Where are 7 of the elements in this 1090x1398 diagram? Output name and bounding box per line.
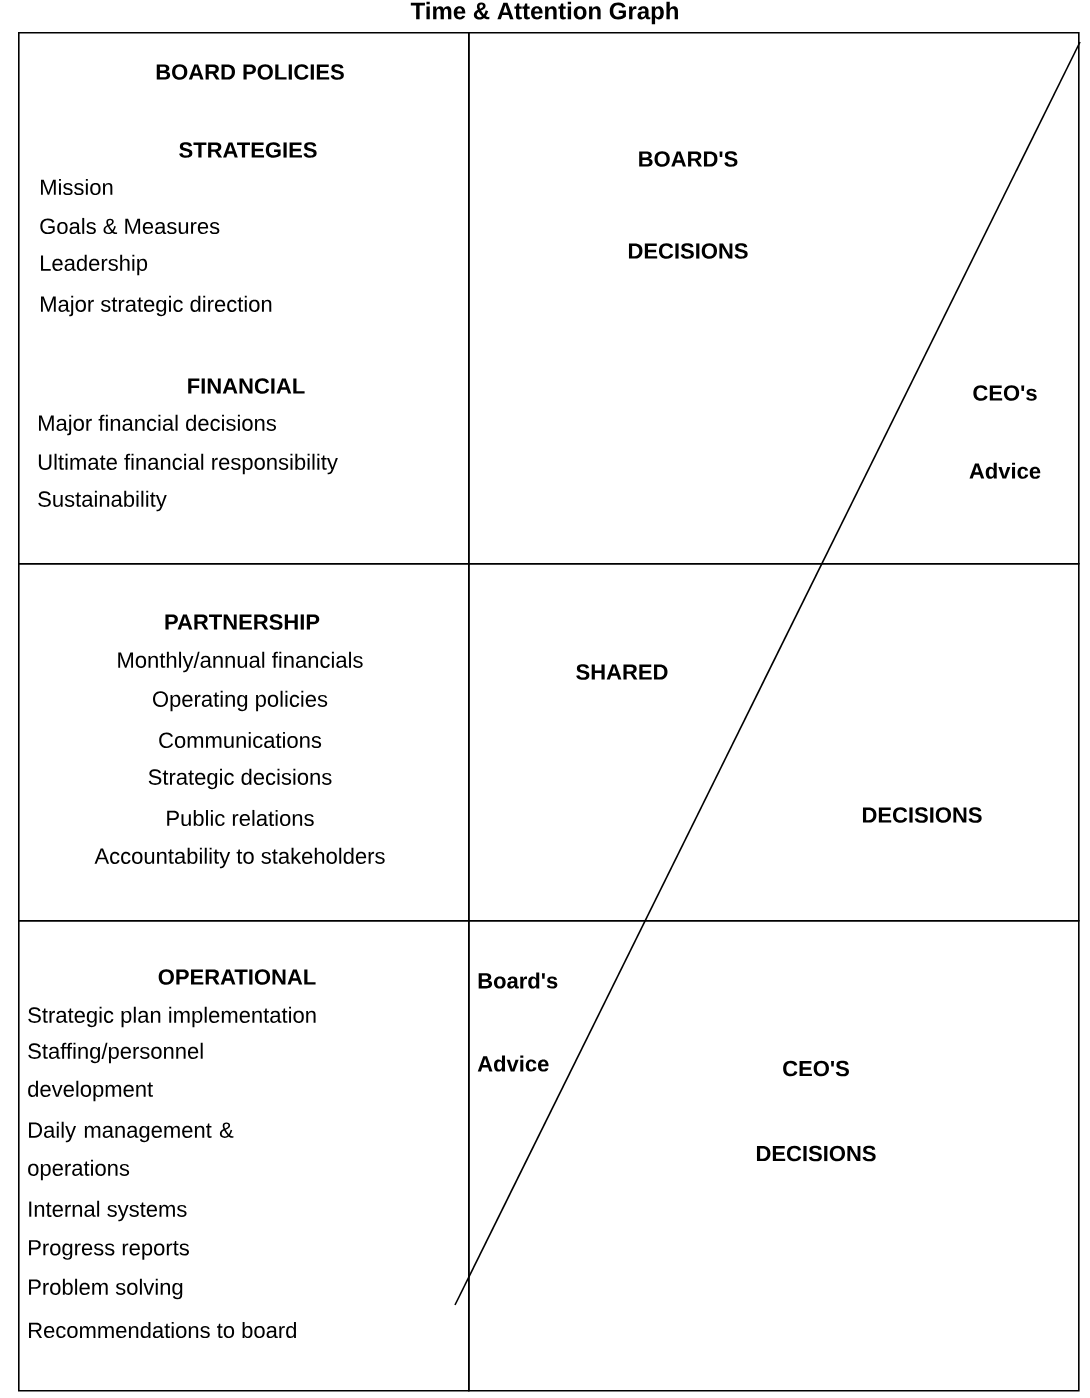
table-cell: PARTNERSHIP Monthly/annual financials Operating policies Communications Strategic decisions Public relations Accountability to stakeholders bbox=[18, 563, 470, 922]
table-cell: Board's Advice CEO'S DECISIONS bbox=[468, 920, 1080, 1392]
table-cell: OPERATIONAL Strategic plan implementation Staffing/personnel development Daily management & operations Internal systems Progress reports Problem solving Recommendations to board bbox=[18, 920, 470, 1392]
title: Time & Attention Graph bbox=[410, 1, 678, 25]
table-cell: BOARD POLICIES STRATEGIES Mission Goals & Measures Leadership Major strategic direction FINANCIAL Major financial decisions Ultimate financial responsibility Sustainability bbox=[18, 32, 470, 565]
table-cell: SHARED DECISIONS bbox=[468, 563, 1080, 922]
table-cell: BOARD'S DECISIONS CEO's Advice bbox=[468, 32, 1080, 565]
